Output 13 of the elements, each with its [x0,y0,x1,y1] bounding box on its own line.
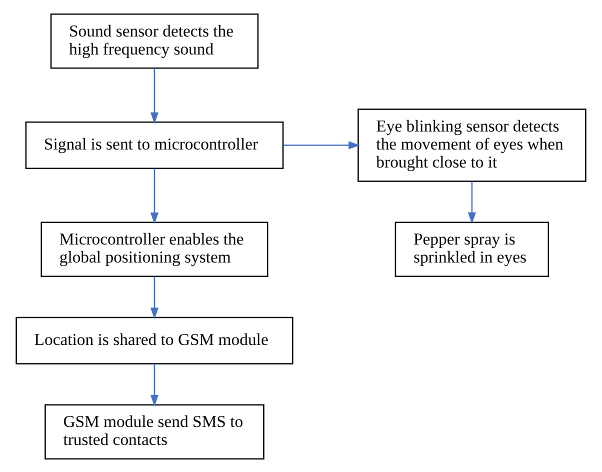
arrow [150,68,159,124]
node-box: GSM module send SMS to trusted contacts [44,404,264,459]
node-box: Eye blinking sensor detects the movement of eyes when brought close to it [358,108,586,182]
arrow [283,140,360,149]
node-box: Pepper spray is sprinkled in eyes [394,221,550,276]
arrow [150,363,159,406]
arrow [150,168,159,224]
node-box: Location is shared to GSM module [16,316,294,364]
arrow [150,276,159,319]
arrow [468,180,476,224]
node-box: Microcontroller enables the global positioning system [40,221,268,276]
node-box: Signal is sent to microcontroller [25,120,284,169]
node-box: Sound sensor detects the high frequency sound [50,13,259,68]
